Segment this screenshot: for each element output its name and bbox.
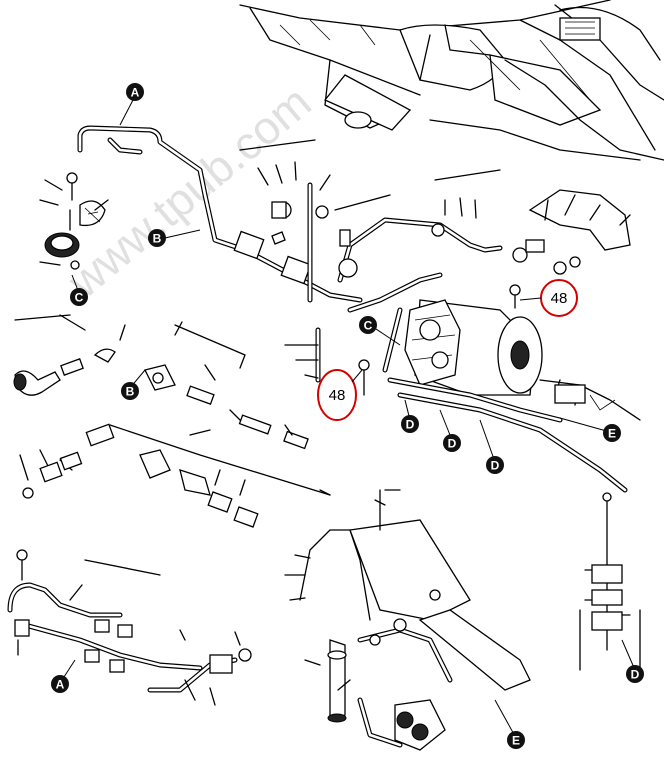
svg-text:D: D [491,459,500,473]
actuator-assembly [382,299,641,493]
valve-assembly-e [284,489,531,751]
hydraulic-line-top [77,125,363,303]
tube-assembly-a [7,549,252,706]
watermark-text: www.tpub.com [57,76,320,309]
clamp-group-upper [239,139,331,303]
callout-d-bottom: D [626,665,644,683]
hose-fitting-group-middle [19,423,331,528]
hose-fitting-group-b [13,314,309,450]
mounting-bracket-right [509,189,631,309]
callout-b-upper: B [148,229,166,247]
svg-text:D: D [406,418,415,432]
callout-c-left: C [70,288,88,306]
callout-d3: D [486,456,504,474]
svg-text:E: E [608,427,616,441]
callout-b-lower: B [121,382,139,400]
svg-text:D: D [448,437,457,451]
callout-c-main: C [359,316,377,334]
svg-text:48: 48 [551,290,568,307]
callout-a-top: A [126,83,144,101]
knob-assembly-c [39,172,109,270]
aircraft-fuselage [239,0,664,161]
callout-d1: D [401,415,419,433]
callout-e-bottom: E [507,731,525,749]
reference-48-upper: 48 [519,279,578,317]
svg-text:A: A [131,86,140,100]
bolt-bracket-d [579,492,641,671]
svg-text:D: D [631,668,640,682]
callout-e-main: E [603,424,621,442]
svg-text:B: B [153,232,162,246]
svg-text:C: C [364,319,373,333]
callout-a-bottom: A [51,675,69,693]
hydraulic-line-right-upper [334,169,545,313]
callout-d2: D [443,434,461,452]
svg-text:48: 48 [329,387,346,404]
svg-text:C: C [75,291,84,305]
svg-text:A: A [56,678,65,692]
svg-text:B: B [126,385,135,399]
reference-48-lower: 48 [317,369,363,421]
svg-text:E: E [512,734,520,748]
rod-assembly [284,327,370,396]
